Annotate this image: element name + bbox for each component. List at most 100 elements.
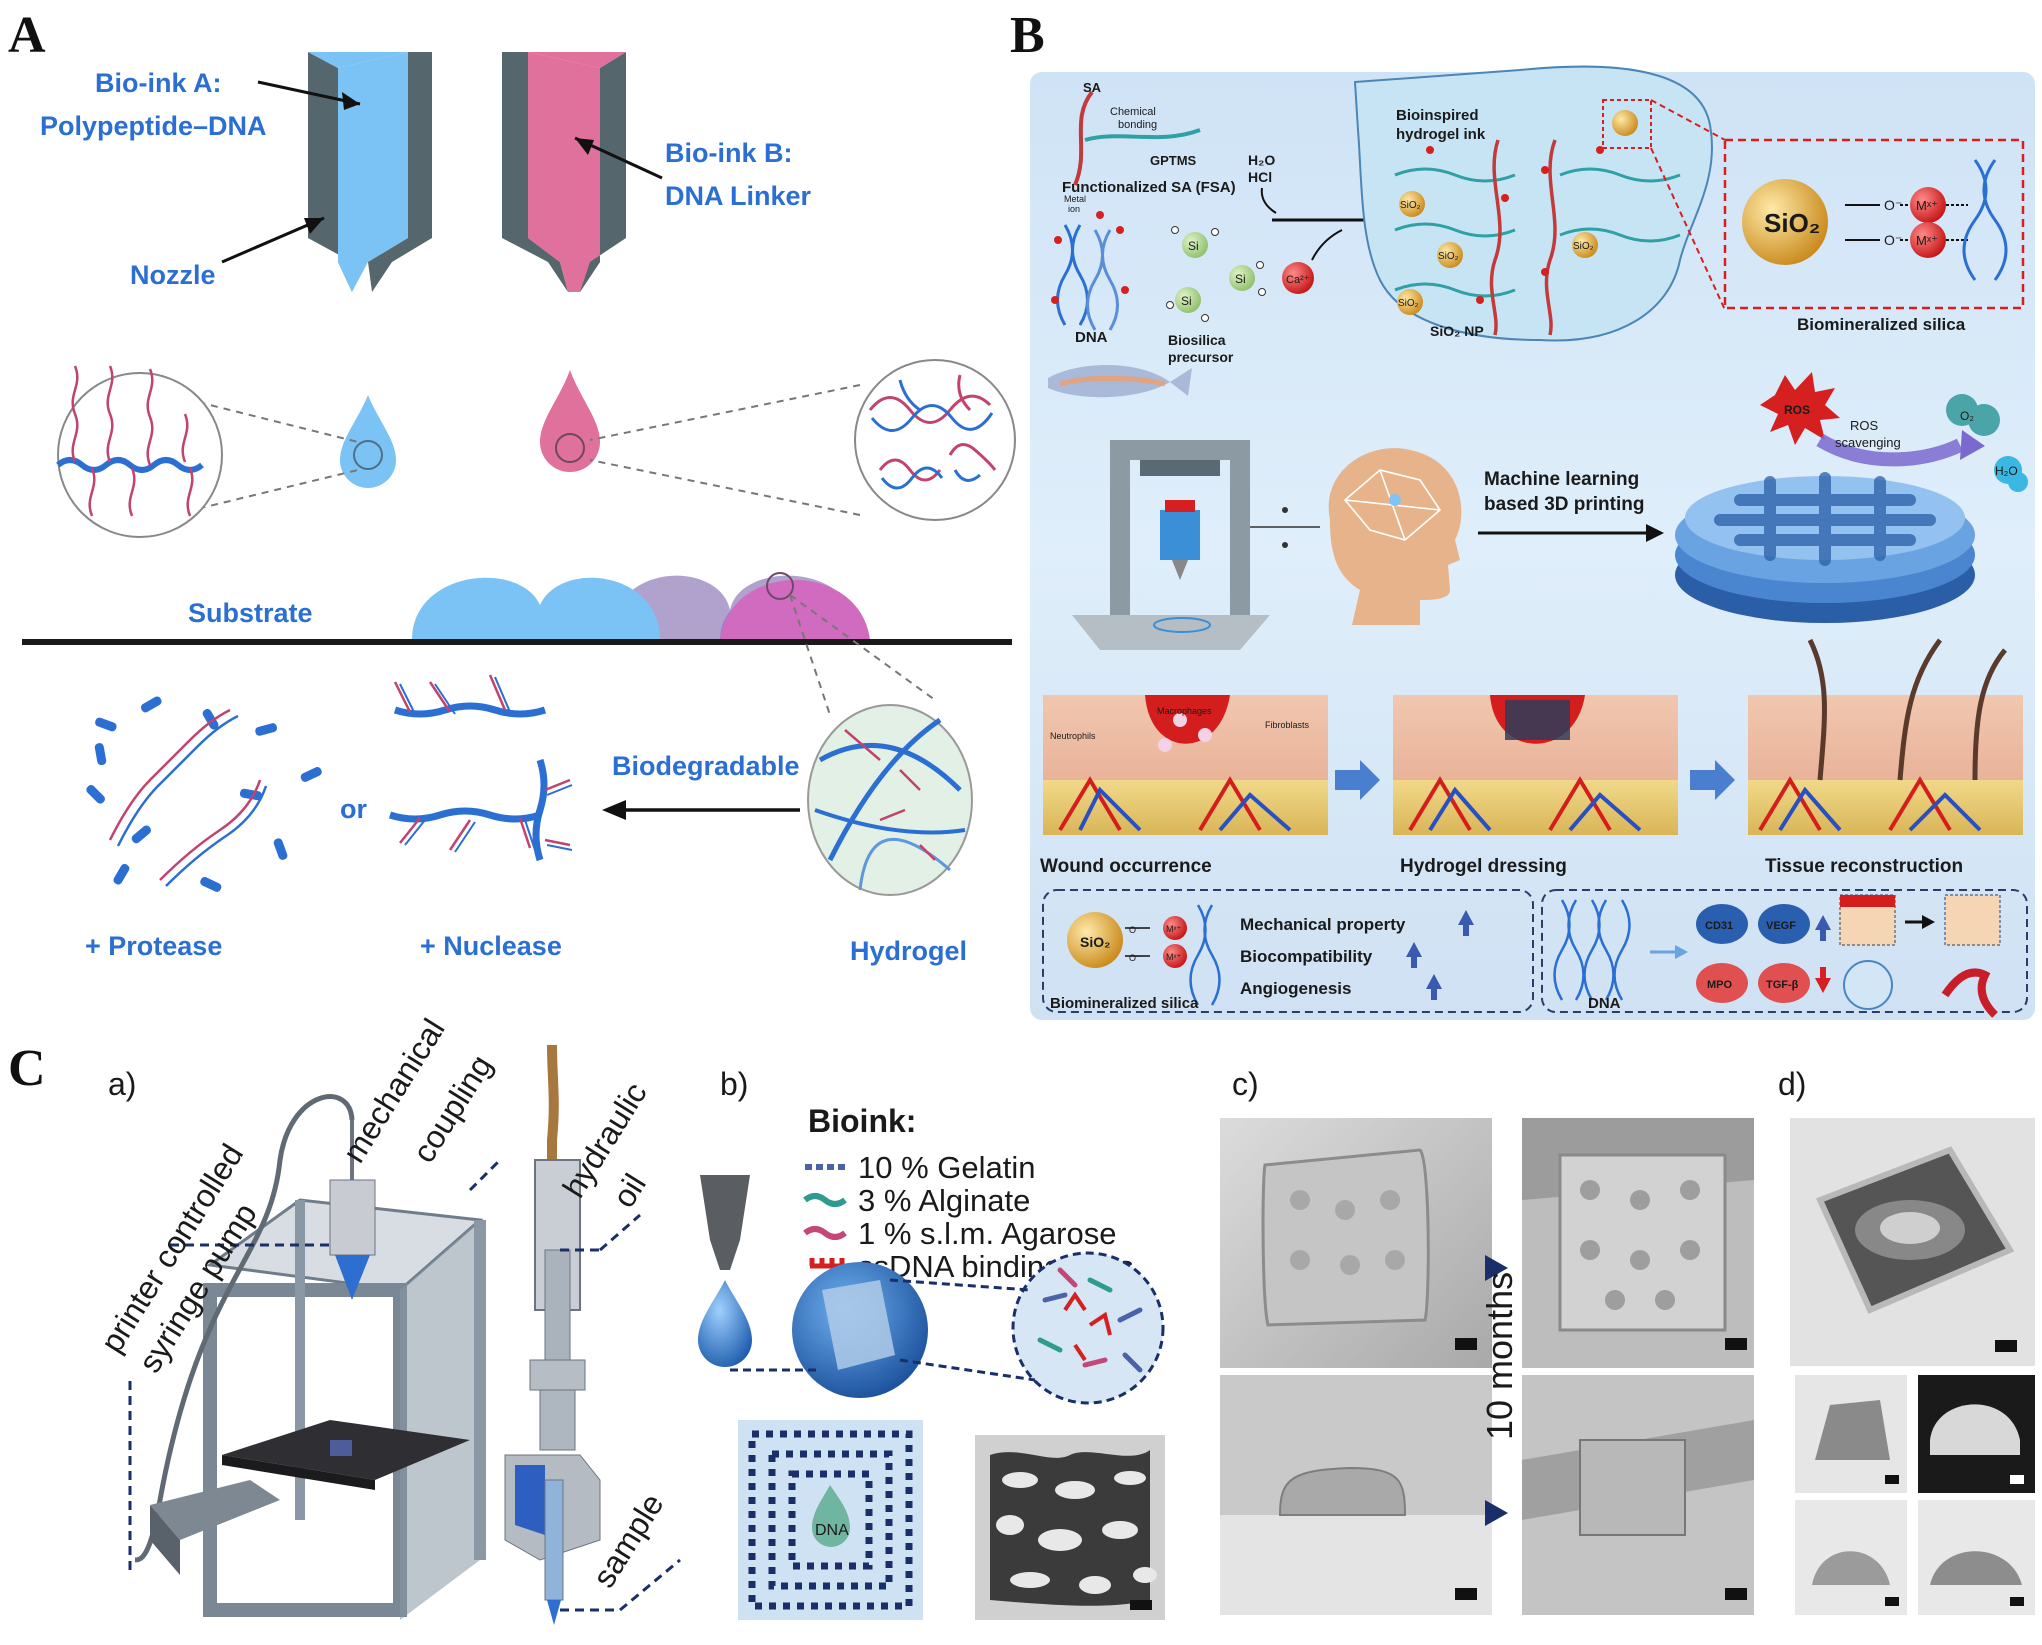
sio2-box-label: SiO₂ [1080,934,1110,950]
angio-label: Angiogenesis [1240,979,1351,998]
panel-a-letter: A [8,7,46,64]
ros-scav-line1: ROS [1850,418,1879,433]
nozzle-label: Nozzle [130,260,216,290]
bioprinter-frame [134,1094,486,1620]
reconstruction-label: Tissue reconstruction [1765,856,1963,877]
bioink-item-3: 1 % s.l.m. Agarose [858,1216,1116,1251]
dna-drop-label: DNA [815,1522,849,1539]
wound-skin-section [1043,695,1328,835]
bioink-title: Bioink: [808,1103,916,1139]
biosilica-line2: precursor [1168,349,1234,365]
bioink-b-sublabel: DNA Linker [665,181,812,211]
salmon-icon [1048,364,1192,398]
sub-d-label: d) [1778,1066,1806,1102]
micrograph-d-mid-right [1918,1375,2035,1493]
hydraulic-column [504,1044,601,1625]
chemical-bonding-line2: bonding [1118,119,1157,131]
biomineralized-silica-detail [1723,138,2025,310]
ml-label-line2: based 3D printing [1484,494,1644,515]
dna-label: DNA [1075,329,1108,346]
3d-printer-icon [1072,440,1270,650]
dressing-skin-section [1393,695,1678,835]
micrograph-d-bottom-right [1918,1500,2035,1615]
bioink-a-label: Bio-ink A: [95,68,221,98]
sio2-big-label: SiO₂ [1764,208,1820,238]
sio2-small-4: SiO₂ [1573,241,1594,252]
wound-label: Wound occurrence [1040,856,1212,877]
neutrophils-label: Neutrophils [1050,731,1096,741]
nozzle-a [308,52,432,292]
sub-c-label: c) [1232,1066,1259,1102]
gptms-label: GPTMS [1150,153,1197,168]
protease-label: + Protease [85,931,222,961]
ten-months-label: 10 months [1479,1272,1520,1440]
micrograph-c-top-left [1220,1118,1492,1368]
sub-b-label: b) [720,1066,748,1102]
micrograph-d-bottom-left [1795,1500,1907,1615]
dna-binding-grid [738,1420,923,1620]
biomineralized-silica-label: Biomineralized silica [1797,315,1966,334]
o-box-1: O⁻ [1129,925,1141,935]
brain-head-icon [1328,448,1462,625]
nozzle-b [502,52,626,292]
cd31-label: CD31 [1705,920,1733,932]
ssdna-swatch [809,1258,845,1269]
biosilica-line1: Biosilica [1168,332,1226,348]
nuclease-fragments [388,674,573,862]
sub-a-label: a) [108,1066,136,1102]
silica-benefits-box [1042,889,1534,1013]
mx-box-1: Mˣ⁺ [1166,924,1181,934]
biocompat-label: Biocompatibility [1240,947,1373,966]
si-label-1: Si [1188,239,1199,253]
o-label-2: O⁻ [1884,232,1902,248]
si-label-3: Si [1181,294,1192,308]
panel-b: B SA Chemical bonding GPTMS Functionaliz… [1010,7,2035,1020]
biodegradable-label: Biodegradable [612,751,800,781]
hydrogel-ink-blob [1353,65,1713,342]
mx-box-2: Mˣ⁺ [1166,952,1181,962]
mx-label-1: Mˣ⁺ [1916,198,1938,213]
ros-scav-line2: scavenging [1835,435,1901,450]
ca-label: Ca²⁺ [1286,274,1310,286]
h2o-mol-label: H₂O [1995,464,2018,478]
zoom-dna-linker [589,359,1016,521]
dna-effects-box [1541,889,2028,1018]
mx-label-2: Mˣ⁺ [1916,233,1938,248]
nuclease-label: + Nuclease [420,931,562,961]
biomin-small-label: Biomineralized silica [1050,995,1199,1012]
vegf-label: VEGF [1766,920,1796,932]
hydrogel-network [789,594,973,896]
ros-burst-icon [1760,372,1840,445]
mpo-label: MPO [1707,979,1733,991]
protease-fragments [86,696,322,892]
hydrogel-label: Hydrogel [850,936,967,966]
panel-c: C a) b) c) d) printer controlled syringe… [8,1012,2035,1625]
ros-label: ROS [1784,403,1810,417]
bioink-a-sublabel: Polypeptide–DNA [40,111,267,141]
si-label-2: Si [1235,272,1246,286]
panel-b-letter: B [1010,7,1045,64]
reconstructed-skin-section [1748,638,2023,835]
micrograph-d-top [1790,1118,2035,1366]
or-label: or [340,794,367,824]
dna-small-label: DNA [1588,995,1621,1012]
dna-with-metal-ions [1051,211,1129,331]
metal-label-line1: Metal [1064,194,1086,204]
substrate-label: Substrate [188,598,313,628]
functionalized-sa [1073,90,1201,186]
bioink-nozzle-drop [698,1175,1165,1405]
sio2-small-2: SiO₂ [1438,251,1459,262]
ink-label-line2: hydrogel ink [1396,126,1486,143]
ten-months-indicator [1485,1255,1508,1526]
bioink-item-1: 10 % Gelatin [858,1150,1036,1185]
mechanical-label: Mechanical property [1240,915,1406,934]
printed-hydrogel-mounds [412,572,870,640]
hcl-label: HCl [1248,169,1272,185]
micrograph-c-bottom-right [1522,1375,1754,1615]
micrograph-d-mid-left [1795,1375,1907,1493]
macrophages-label: Macrophages [1157,706,1212,716]
o-box-2: O⁻ [1129,953,1141,963]
agarose-swatch [803,1226,847,1240]
